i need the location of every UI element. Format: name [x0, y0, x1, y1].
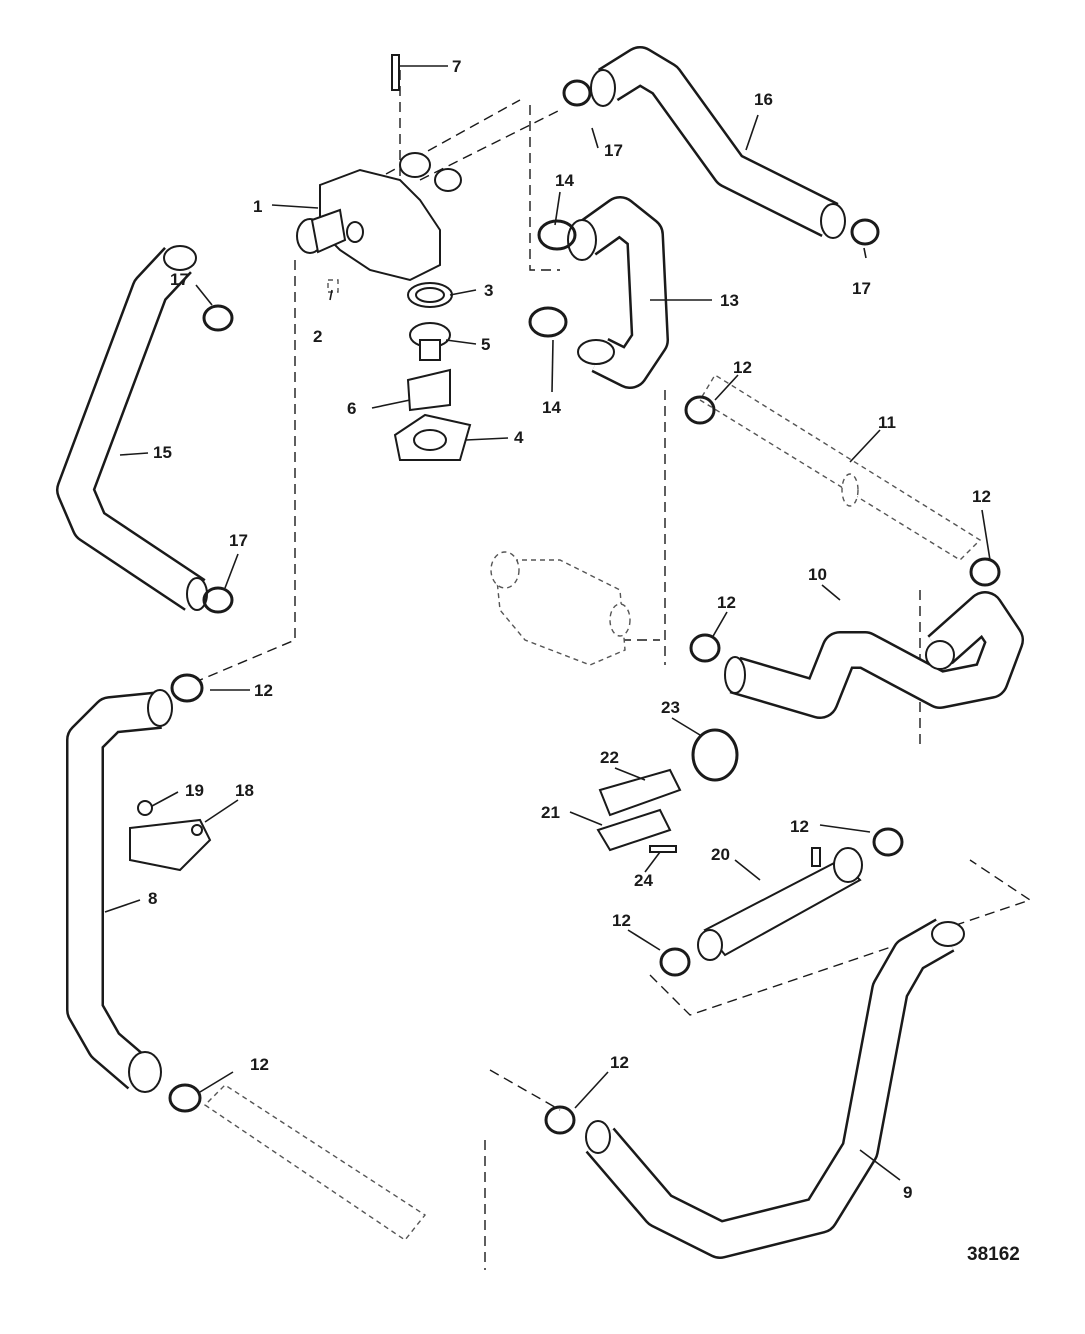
callout-12d: 12: [254, 681, 273, 700]
callout-16: 16: [754, 90, 773, 109]
callout-3: 3: [484, 281, 493, 300]
callout-6: 6: [347, 399, 356, 418]
callout-10: 10: [808, 565, 827, 584]
hose-9: [585, 918, 965, 1259]
callout-15: 15: [153, 443, 172, 462]
callout-17d: 17: [229, 531, 248, 550]
hose-15: [56, 245, 208, 611]
thermostat-5: [409, 322, 451, 361]
callout-4: 4: [514, 428, 524, 447]
callout-11: 11: [878, 413, 896, 432]
callout-12e: 12: [790, 817, 809, 836]
callout-2: 2: [313, 327, 322, 346]
lower-pipe: [203, 1084, 427, 1241]
callout-20: 20: [711, 845, 730, 864]
callout-12b: 12: [972, 487, 991, 506]
callout-18: 18: [235, 781, 254, 800]
callout-12c: 12: [717, 593, 736, 612]
gasket-3: [407, 282, 453, 308]
callout-7: 7: [452, 57, 461, 76]
bracket-18: [129, 818, 212, 872]
callout-17a: 17: [604, 141, 623, 160]
callout-14a: 14: [555, 171, 574, 190]
callout-8: 8: [148, 889, 157, 908]
pipe-11: [699, 374, 982, 561]
oil-cooler-20: [697, 847, 863, 961]
heat-exchanger: [490, 551, 631, 666]
leader-lines: [104, 65, 991, 1181]
callout-22: 22: [600, 748, 619, 767]
callout-17b: 17: [852, 279, 871, 298]
callout-24: 24: [634, 871, 653, 890]
hose-13: [567, 196, 669, 389]
callout-1: 1: [253, 197, 262, 216]
callout-12f: 12: [612, 911, 631, 930]
plug-2: [327, 279, 339, 293]
sleeve-6: [406, 368, 451, 412]
callout-9: 9: [903, 1183, 912, 1202]
callout-21: 21: [541, 803, 560, 822]
bolt-7: [391, 54, 400, 91]
callout-19: 19: [185, 781, 204, 800]
callout-23: 23: [661, 698, 680, 717]
nut-19: [137, 800, 153, 816]
hose-10: [724, 591, 1024, 719]
clamps: [168, 79, 1001, 1135]
hose-16: [590, 46, 846, 239]
anode-21: [596, 808, 672, 852]
thermostat-housing: [296, 152, 462, 282]
hose-8: [66, 689, 173, 1093]
callout-13: 13: [720, 291, 739, 310]
callout-12a: 12: [733, 358, 752, 377]
anode-cover-22: [598, 768, 682, 817]
callout-5: 5: [481, 335, 490, 354]
gasket-4: [393, 413, 472, 461]
drawing-number: 38162: [967, 1244, 1020, 1265]
callout-labels: 1 2 3 4 5 6 7 8 9 10 11 12 12 12 12 12 1…: [148, 57, 1020, 1265]
callout-12g: 12: [250, 1055, 269, 1074]
callout-17c: 17: [170, 270, 189, 289]
screw-24: [649, 845, 677, 853]
callout-12h: 12: [610, 1053, 629, 1072]
callout-14b: 14: [542, 398, 561, 417]
